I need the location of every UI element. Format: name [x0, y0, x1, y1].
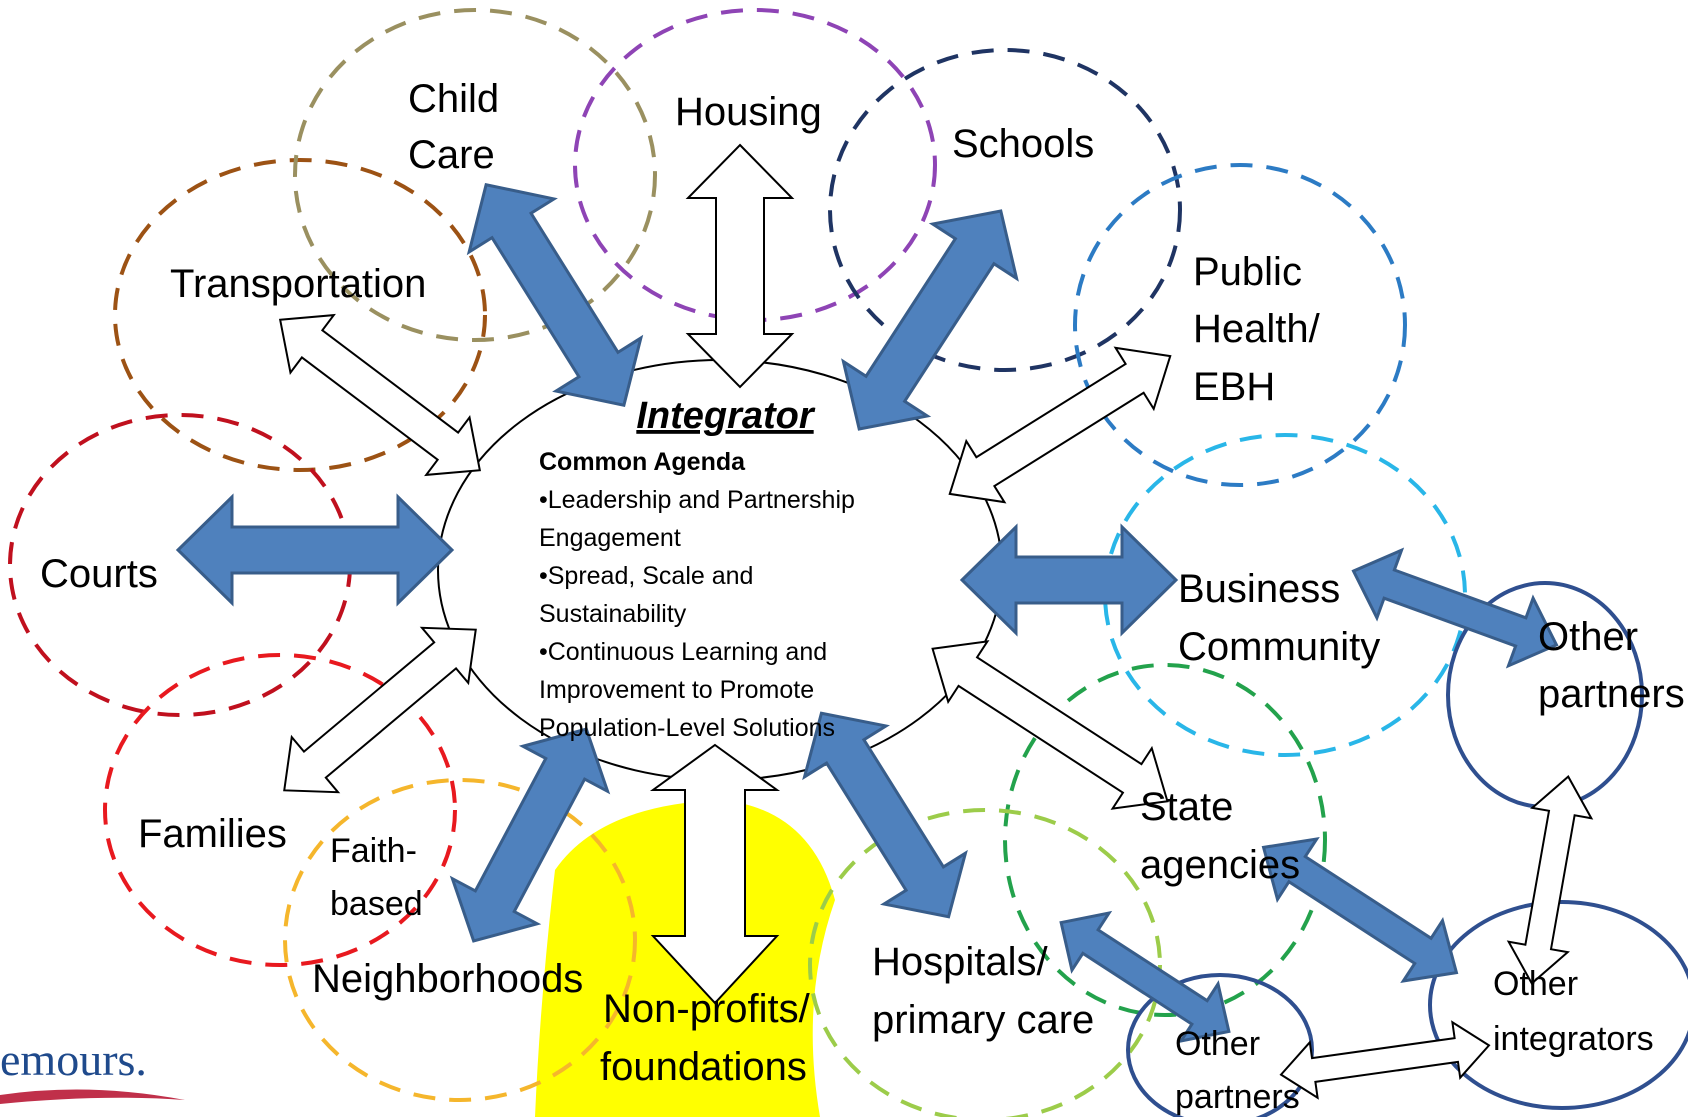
transportation-arrow — [278, 313, 482, 477]
hospitals-circle — [808, 808, 1162, 1117]
business-arrow — [959, 523, 1179, 637]
white-arrows — [278, 143, 1594, 1100]
hospitals-partners-arrow — [1059, 910, 1231, 1044]
integrator-title: Integrator — [636, 395, 816, 437]
non-profits-arrow — [649, 743, 781, 1005]
courts-arrow — [175, 493, 455, 607]
integrator-content: Integrator Common Agenda •Leadership and… — [539, 395, 855, 742]
state-agencies-label: State — [1140, 785, 1233, 829]
other-partners-bottom-label: partners — [1175, 1078, 1300, 1116]
neighborhoods-label: Neighborhoods — [312, 957, 583, 1001]
other-partners-top-label: Other — [1538, 615, 1638, 659]
sector-labels: Child Care Housing Schools Transportatio… — [40, 77, 1380, 1089]
other-integrators-circle — [1428, 900, 1688, 1110]
public-health-circle — [1073, 163, 1407, 487]
agenda-line: Sustainability — [539, 600, 687, 628]
public-health-label: Public — [1193, 250, 1302, 294]
families-circle — [103, 653, 457, 967]
state-integrators-arrow — [1261, 836, 1459, 984]
partners-integrators-arrow — [1506, 775, 1594, 985]
non-profits-label: Non-profits/ — [603, 987, 811, 1031]
agenda-title: Common Agenda — [539, 448, 746, 476]
public-health-label: Health/ — [1193, 307, 1321, 351]
faith-based-circle — [283, 778, 637, 1102]
agenda-line: Improvement to Promote — [539, 676, 814, 704]
other-partners-bottom-circle — [1126, 973, 1314, 1117]
blue-arrows — [175, 182, 1559, 1044]
external-labels: Other partners Other integrators Other p… — [1175, 615, 1685, 1116]
hospitals-label: Hospitals/ — [872, 940, 1049, 984]
other-partners-bottom-label: Other — [1175, 1025, 1260, 1063]
housing-arrow — [685, 143, 795, 389]
transportation-label: Transportation — [170, 262, 426, 306]
child-care-label: Care — [408, 133, 495, 177]
state-agencies-label: agencies — [1140, 843, 1300, 887]
public-health-label: EBH — [1193, 365, 1275, 409]
other-partners-top-label: partners — [1538, 672, 1685, 716]
neighborhoods-arrow — [449, 727, 611, 943]
state-agencies-arrow — [931, 640, 1169, 810]
non-profits-label: foundations — [600, 1045, 807, 1089]
child-care-label: Child — [408, 77, 499, 121]
business-label: Business — [1178, 567, 1340, 611]
families-label: Families — [138, 812, 287, 856]
business-label: Community — [1178, 625, 1380, 669]
faith-based-label: based — [330, 885, 423, 923]
schools-label: Schools — [952, 122, 1094, 166]
nemours-logo: emours. — [0, 1034, 185, 1104]
agenda-line: Engagement — [539, 524, 681, 552]
schools-circle — [828, 48, 1182, 372]
agenda-line: •Continuous Learning and — [539, 638, 827, 666]
public-health-arrow — [948, 346, 1172, 504]
courts-label: Courts — [40, 552, 158, 596]
agenda-line: •Spread, Scale and — [539, 562, 753, 590]
agenda-line: Population-Level Solutions — [539, 714, 835, 742]
child-care-arrow — [466, 182, 644, 408]
child-care-circle — [293, 8, 657, 342]
faith-based-label: Faith- — [330, 832, 417, 870]
other-integrators-label: integrators — [1493, 1020, 1654, 1058]
hospitals-label: primary care — [872, 998, 1094, 1042]
other-integrators-label: Other — [1493, 965, 1578, 1003]
business-partners-arrow — [1351, 547, 1559, 669]
logo-text: emours. — [0, 1034, 147, 1085]
schools-arrow — [841, 209, 1019, 431]
families-arrow — [283, 626, 477, 794]
hospitals-arrow — [802, 711, 968, 919]
state-agencies-circle — [1003, 663, 1327, 1017]
transportation-circle — [113, 158, 487, 472]
housing-label: Housing — [675, 90, 822, 134]
partners-bottom-integrators-arrow — [1279, 1020, 1491, 1100]
logo-swoosh — [0, 1089, 185, 1104]
agenda-line: •Leadership and Partnership — [539, 486, 855, 514]
